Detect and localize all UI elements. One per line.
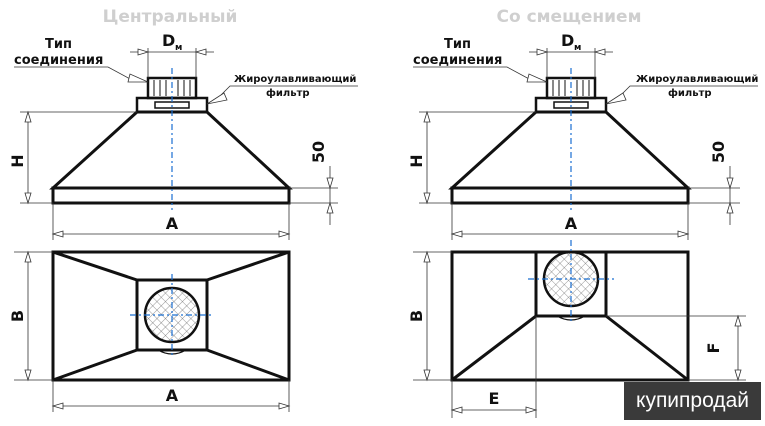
front-view: D м Тип соединения Жироулавливающий филь…: [407, 31, 758, 240]
width-label-front: A: [565, 214, 578, 233]
filter-label-1: Жироулавливающий: [234, 74, 356, 85]
rim-height-label: 50: [709, 141, 728, 163]
filter-label-2: фильтр: [266, 87, 310, 99]
top-view: B F E: [407, 240, 746, 418]
connection-label-2: соединения: [14, 53, 103, 68]
width-label-front: A: [166, 214, 179, 233]
connection-label-2: соединения: [413, 53, 502, 68]
diameter-label: D: [561, 31, 574, 50]
watermark: купипродай: [624, 382, 761, 420]
depth-label: B: [8, 310, 27, 322]
diameter-sub: м: [175, 43, 182, 53]
connection-label-1: Тип: [444, 37, 471, 52]
panel-title: Со смещением: [497, 7, 642, 27]
hood-body: [49, 110, 293, 190]
offset-y-label: F: [704, 343, 723, 354]
spigot-ribs: [552, 80, 590, 96]
panel-title: Центральный: [103, 7, 238, 27]
hood-outline-top: [51, 250, 291, 382]
top-view: B A: [8, 250, 291, 412]
spigot-ribs: [153, 80, 191, 96]
front-view: D м Тип соединения Жироулавливающий филь…: [8, 31, 358, 240]
filter-label-1: Жироулавливающий: [636, 74, 758, 85]
depth-label: B: [407, 310, 426, 322]
hood-rim: [51, 186, 291, 205]
connection-label-1: Тип: [45, 37, 72, 52]
filter-label-2: фильтр: [668, 87, 712, 99]
hood-rim: [450, 186, 690, 205]
height-label: H: [8, 154, 27, 167]
offset-x-label: E: [489, 389, 500, 408]
diameter-label: D: [162, 31, 175, 50]
diameter-sub: м: [574, 43, 581, 53]
hood-body: [448, 110, 692, 190]
panel-offset: Со смещением D м Тип соединения: [407, 7, 758, 418]
panel-central: Центральный D м: [8, 7, 358, 412]
height-label: H: [407, 154, 426, 167]
width-label-top: A: [166, 386, 179, 405]
rim-height-label: 50: [309, 141, 328, 163]
